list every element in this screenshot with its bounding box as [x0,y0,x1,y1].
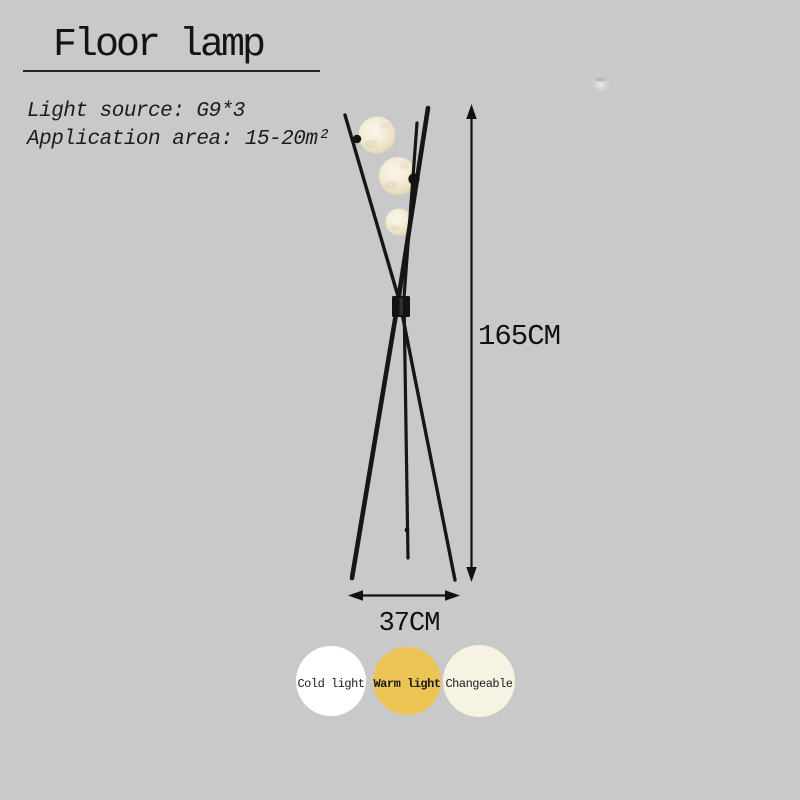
globe-top [358,116,396,154]
lamp-clamp [392,296,410,317]
globe-middle-socket [408,173,420,185]
arrow-up-icon [466,104,477,119]
arrow-down-icon [466,567,477,582]
product-title: Floor lamp [53,23,266,68]
photo-artifact-mark [596,78,605,81]
middle-rod-nub [404,527,410,533]
lamp-globes [358,116,417,236]
product-specs: Light source: G9*3 Application area: 15-… [27,98,330,154]
spec-light-source: Light source: G9*3 [27,100,245,123]
globe-top-socket [352,134,362,144]
height-dimension-label: 165CM [478,320,560,353]
arrow-left-icon [348,590,363,601]
photo-artifact [592,77,610,93]
globe-bottom [385,208,413,236]
height-dimension-arrow [466,104,477,582]
arrow-right-icon [445,590,460,601]
spec-application-area: Application area: 15-20m² [27,128,330,151]
title-underline [23,70,320,72]
width-dimension-label: 37CM [379,609,440,639]
width-dimension-arrow [348,590,460,601]
globe-middle [379,157,417,195]
